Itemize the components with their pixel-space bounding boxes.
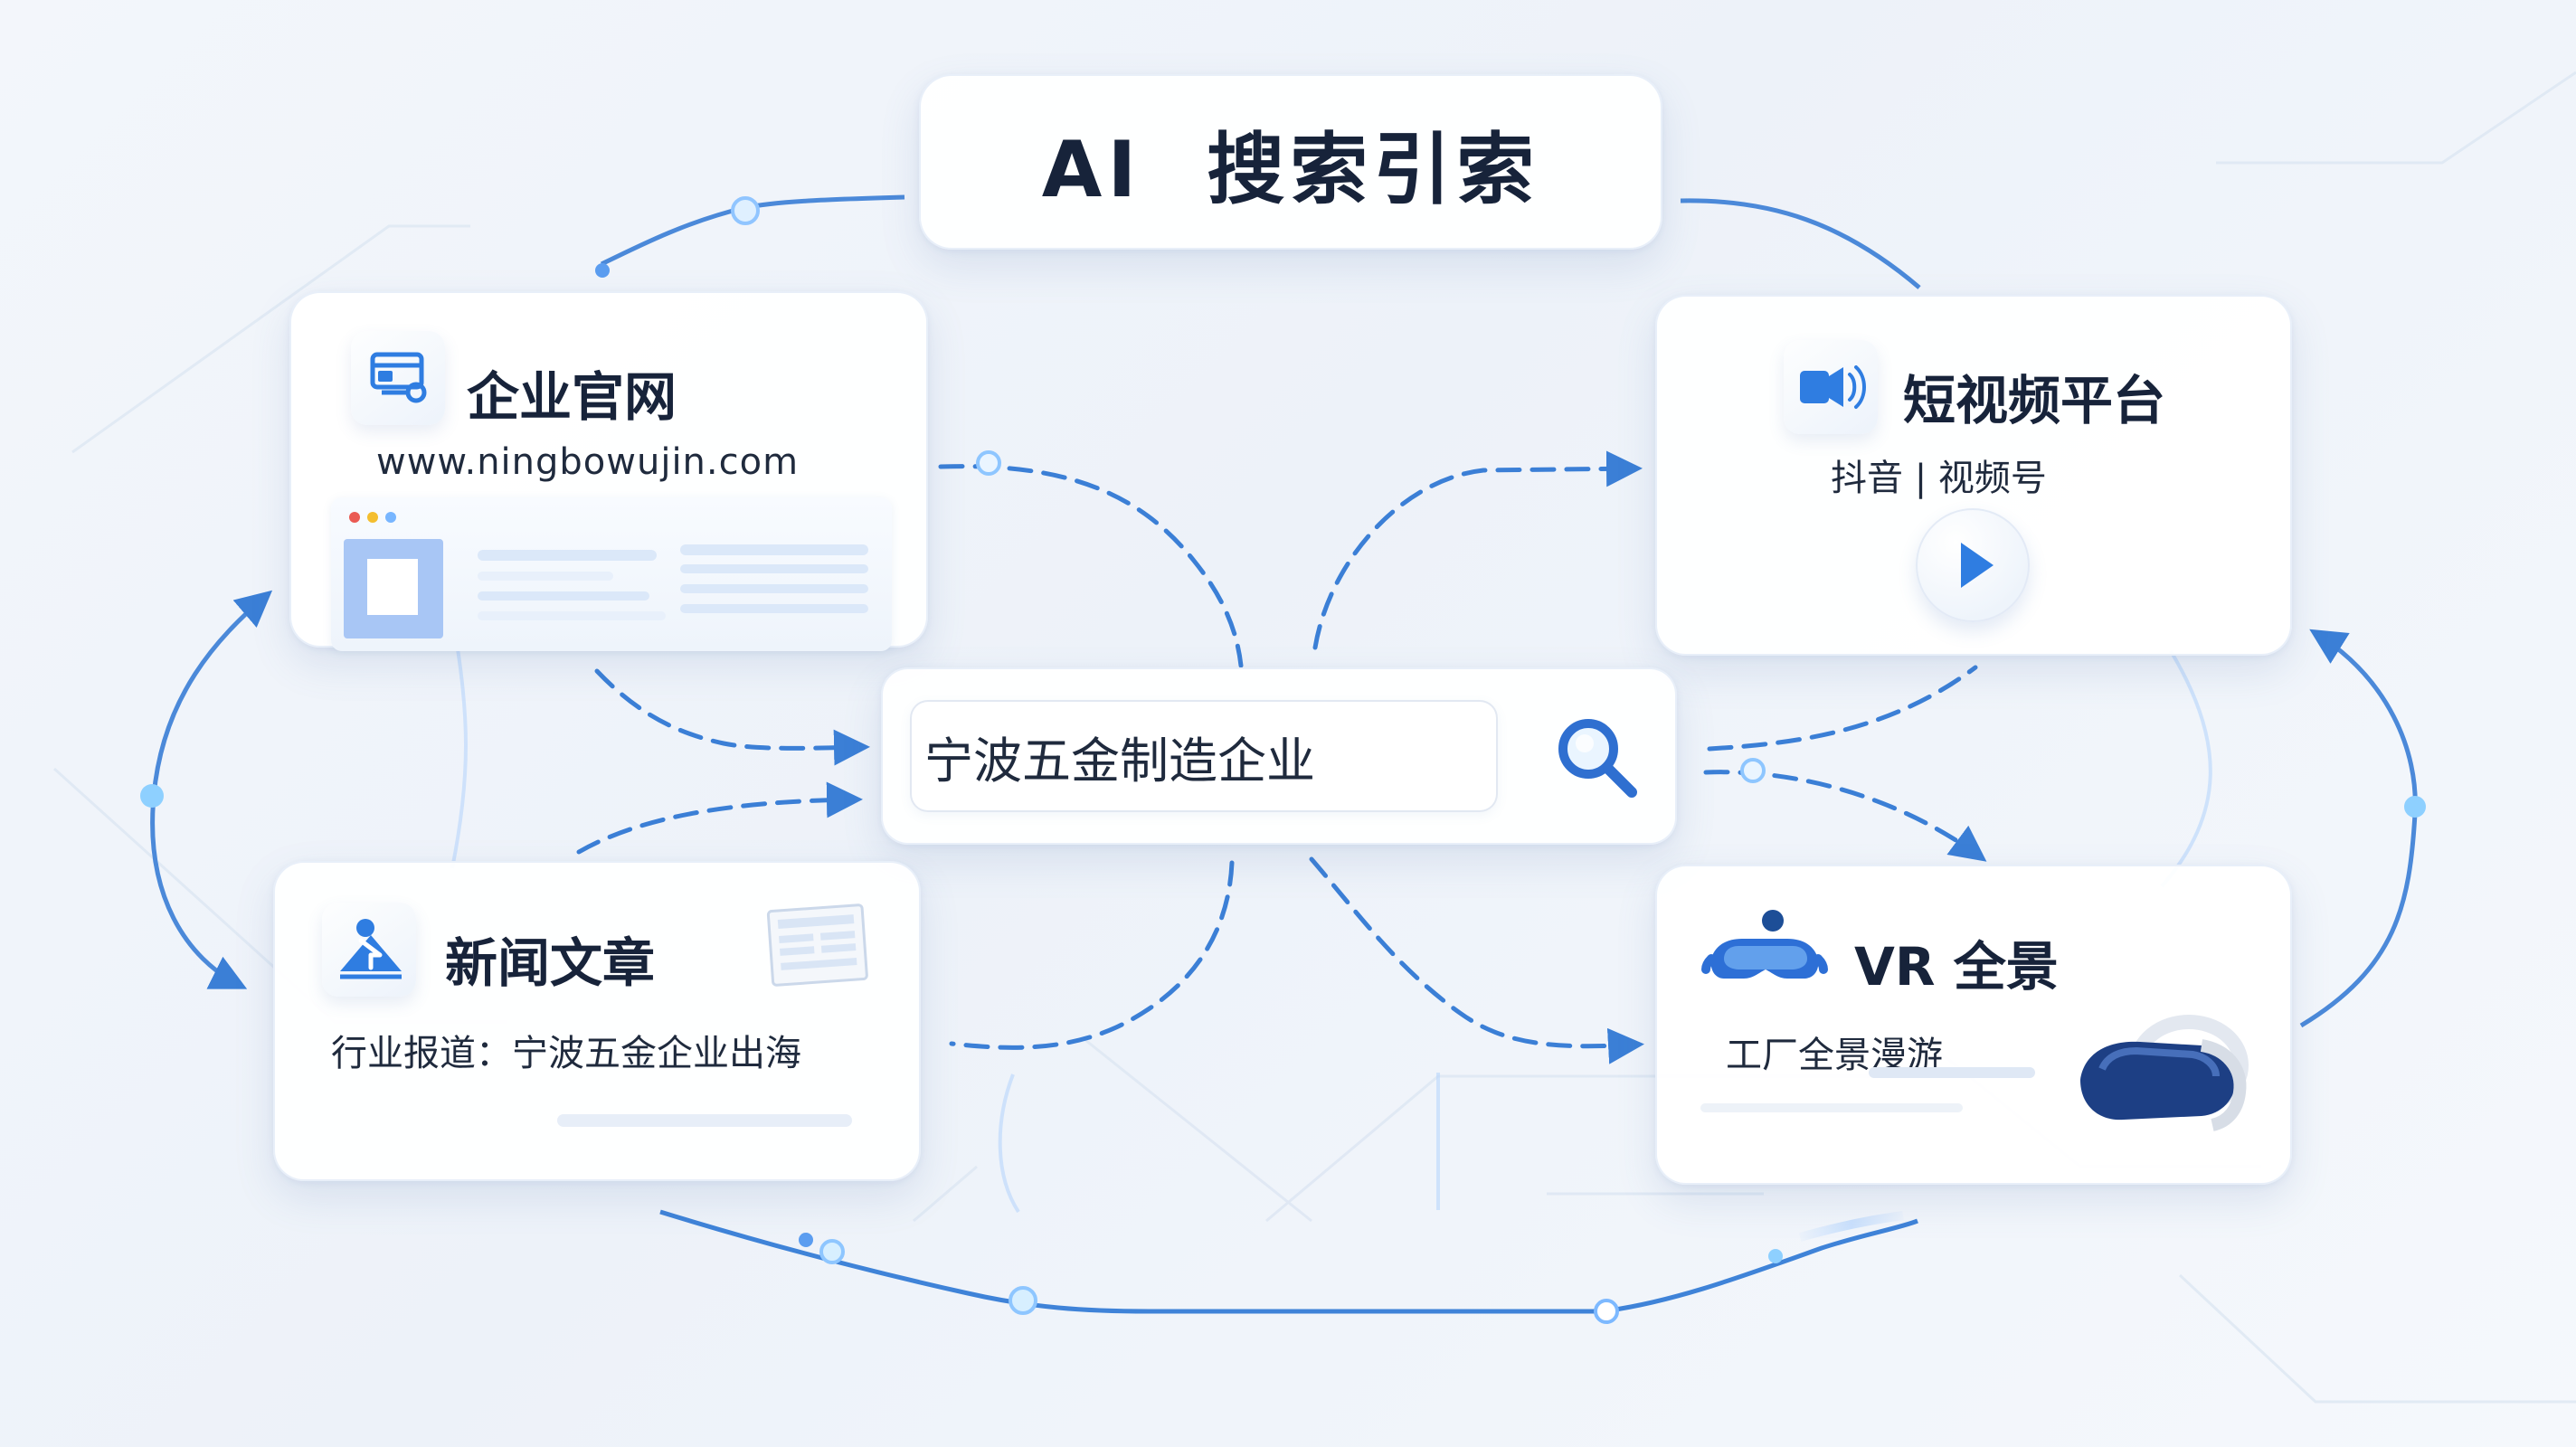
website-preview (331, 497, 892, 651)
short-video-platforms: 抖音 | 视频号 (1831, 458, 2047, 499)
website-icon (351, 331, 445, 425)
newspaper-icon (766, 903, 868, 987)
website-node[interactable]: 企业官网 www.ningbowujin.com (289, 291, 928, 651)
search-query: 宁波五金制造企业 (924, 732, 1315, 790)
short-video-node[interactable]: 短视频平台 抖音 | 视频号 (1655, 295, 2292, 656)
ai-search-title-card: AI 搜索引索 (919, 74, 1662, 250)
website-url[interactable]: www.ningbowujin.com (376, 441, 800, 483)
bottom-loop (659, 1209, 1918, 1324)
play-icon (1961, 543, 1994, 588)
news-upload-icon (322, 903, 416, 997)
vr-progress-track (1869, 1067, 2035, 1078)
speaker-video-icon (1784, 340, 1878, 434)
right-loop (2299, 629, 2426, 1028)
vr-progress-shadow (1700, 1103, 1963, 1112)
search-icon[interactable] (1548, 709, 1646, 807)
news-progress-track (557, 1114, 852, 1127)
top-right-arc (1680, 198, 1921, 289)
search-panel[interactable]: 宁波五金制造企业 (881, 667, 1677, 845)
website-title: 企业官网 (467, 366, 677, 428)
page-title: AI 搜索引索 (1041, 124, 1540, 215)
soft-glow-lines (450, 616, 2212, 1214)
news-subtitle: 行业报道：宁波五金企业出海 (331, 1033, 801, 1074)
center-flows (576, 450, 1987, 1064)
vr-node[interactable]: VR 全景 工厂全景漫游 (1655, 865, 2292, 1185)
vr-title: VR 全景 (1854, 936, 2059, 998)
vr-headset-icon (1701, 910, 1828, 979)
top-left-arc (595, 194, 905, 278)
short-video-title: 短视频平台 (1903, 370, 2166, 431)
left-loop (140, 590, 273, 989)
news-title: 新闻文章 (445, 932, 656, 994)
news-node[interactable]: 新闻文章 行业报道：宁波五金企业出海 (273, 861, 921, 1181)
play-button[interactable] (1916, 508, 2030, 622)
vr-goggles-illustration (2080, 1015, 2249, 1131)
search-input[interactable]: 宁波五金制造企业 (910, 700, 1498, 812)
